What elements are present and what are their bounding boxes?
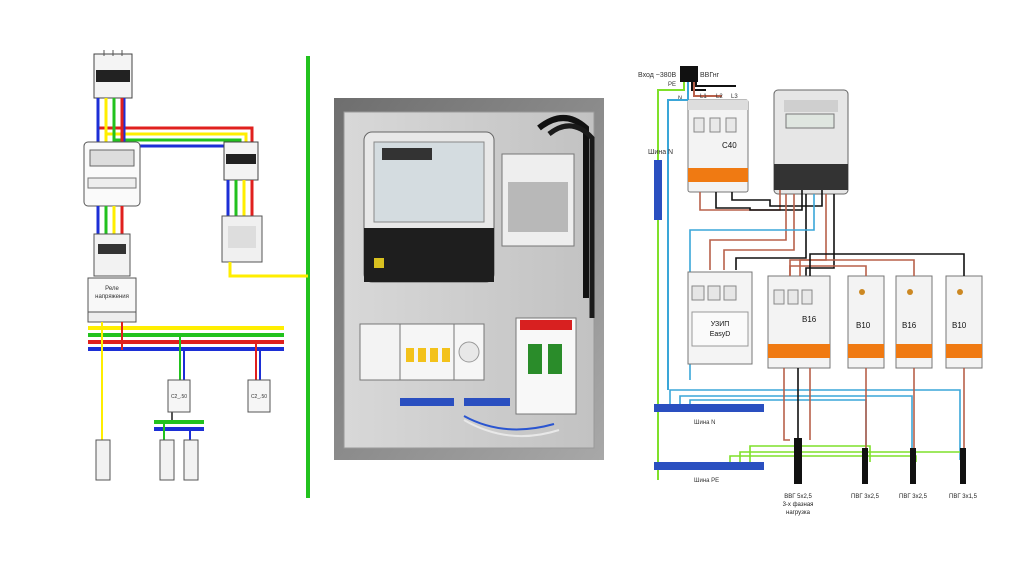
socket-1 bbox=[95, 439, 111, 481]
b16-label: B16 bbox=[802, 315, 817, 324]
socket-2 bbox=[159, 439, 175, 481]
uzip-label-2: EasyD bbox=[710, 331, 731, 338]
breaker-b16-3p: B16 bbox=[767, 275, 831, 369]
b10-1-label: B10 bbox=[856, 321, 871, 330]
breaker-b10-1: B10 bbox=[847, 275, 885, 369]
shina-pe bbox=[654, 462, 764, 470]
breaker-b10-2: B10 bbox=[945, 275, 983, 369]
b10-2-label: B10 bbox=[952, 321, 967, 330]
l2-label: L2 bbox=[716, 94, 723, 100]
small-breaker-2: C2_.50 bbox=[247, 379, 271, 413]
shina-n-bottom-label: Шина N bbox=[694, 420, 716, 426]
main-breaker-c40: C40 bbox=[687, 99, 749, 193]
main-breaker bbox=[93, 50, 133, 99]
electric-meter bbox=[83, 141, 141, 207]
contactor bbox=[221, 215, 263, 263]
input-cable-gland bbox=[680, 66, 698, 82]
l1-label: L1 bbox=[700, 94, 707, 100]
pe-label: PE bbox=[668, 82, 676, 88]
breaker-b16-1: B16 bbox=[895, 275, 933, 369]
uzip-label-1: УЗИП bbox=[711, 321, 730, 328]
output-cable-2 bbox=[862, 448, 868, 484]
socket-3 bbox=[183, 439, 199, 481]
cable3-label: ПВГ 3х2,5 bbox=[899, 494, 928, 500]
output-cable-3 bbox=[910, 448, 916, 484]
uzip-device: УЗИП EasyD bbox=[687, 271, 753, 365]
shina-n-vertical bbox=[654, 160, 662, 220]
small-breaker-2-label: C2_.50 bbox=[251, 394, 267, 400]
small-breaker-1: C2_.50 bbox=[167, 379, 191, 413]
c40-label: C40 bbox=[722, 141, 737, 150]
voltage-relay: Реле напряжения bbox=[87, 277, 137, 313]
photo-din-devices bbox=[359, 317, 577, 415]
right-wiring-diagram: Вход ~380В ВВГнг PE N L1 L2 L3 Шина N C4… bbox=[638, 66, 983, 516]
b16-1-label: B16 bbox=[902, 321, 917, 330]
shina-n-label: Шина N bbox=[648, 149, 673, 156]
relay-label-2: напряжения bbox=[95, 294, 129, 300]
shina-n-bottom bbox=[654, 404, 764, 412]
photo-small-box bbox=[501, 153, 575, 247]
rcd-device bbox=[93, 233, 131, 277]
cable-label: ВВГнг bbox=[700, 72, 720, 79]
l3-label: L3 bbox=[731, 94, 738, 100]
cable2-label: ПВГ 3х2,5 bbox=[851, 494, 880, 500]
right-meter bbox=[773, 89, 849, 195]
relay-label-1: Реле bbox=[105, 286, 119, 292]
cable1-label-2: 3-х фазная bbox=[783, 502, 814, 508]
cable4-label: ПВГ 3х1,5 bbox=[949, 494, 978, 500]
small-breaker-1-label: C2_.50 bbox=[171, 394, 187, 400]
photo-bus-n bbox=[400, 398, 454, 406]
output-cable-4 bbox=[960, 448, 966, 484]
shina-pe-label: Шина PE bbox=[694, 478, 719, 484]
input-label: Вход ~380В bbox=[638, 72, 677, 79]
left-schematic: Реле напряжения C2_.50 C2_.50 bbox=[83, 50, 310, 498]
output-cable-1 bbox=[794, 438, 802, 484]
cable1-label-3: нагрузка bbox=[786, 510, 811, 516]
cable1-label-1: ВВГ 5х2,5 bbox=[784, 494, 812, 500]
photo-meter bbox=[363, 131, 495, 283]
right-breaker bbox=[223, 141, 259, 181]
panel-photo bbox=[334, 98, 604, 460]
